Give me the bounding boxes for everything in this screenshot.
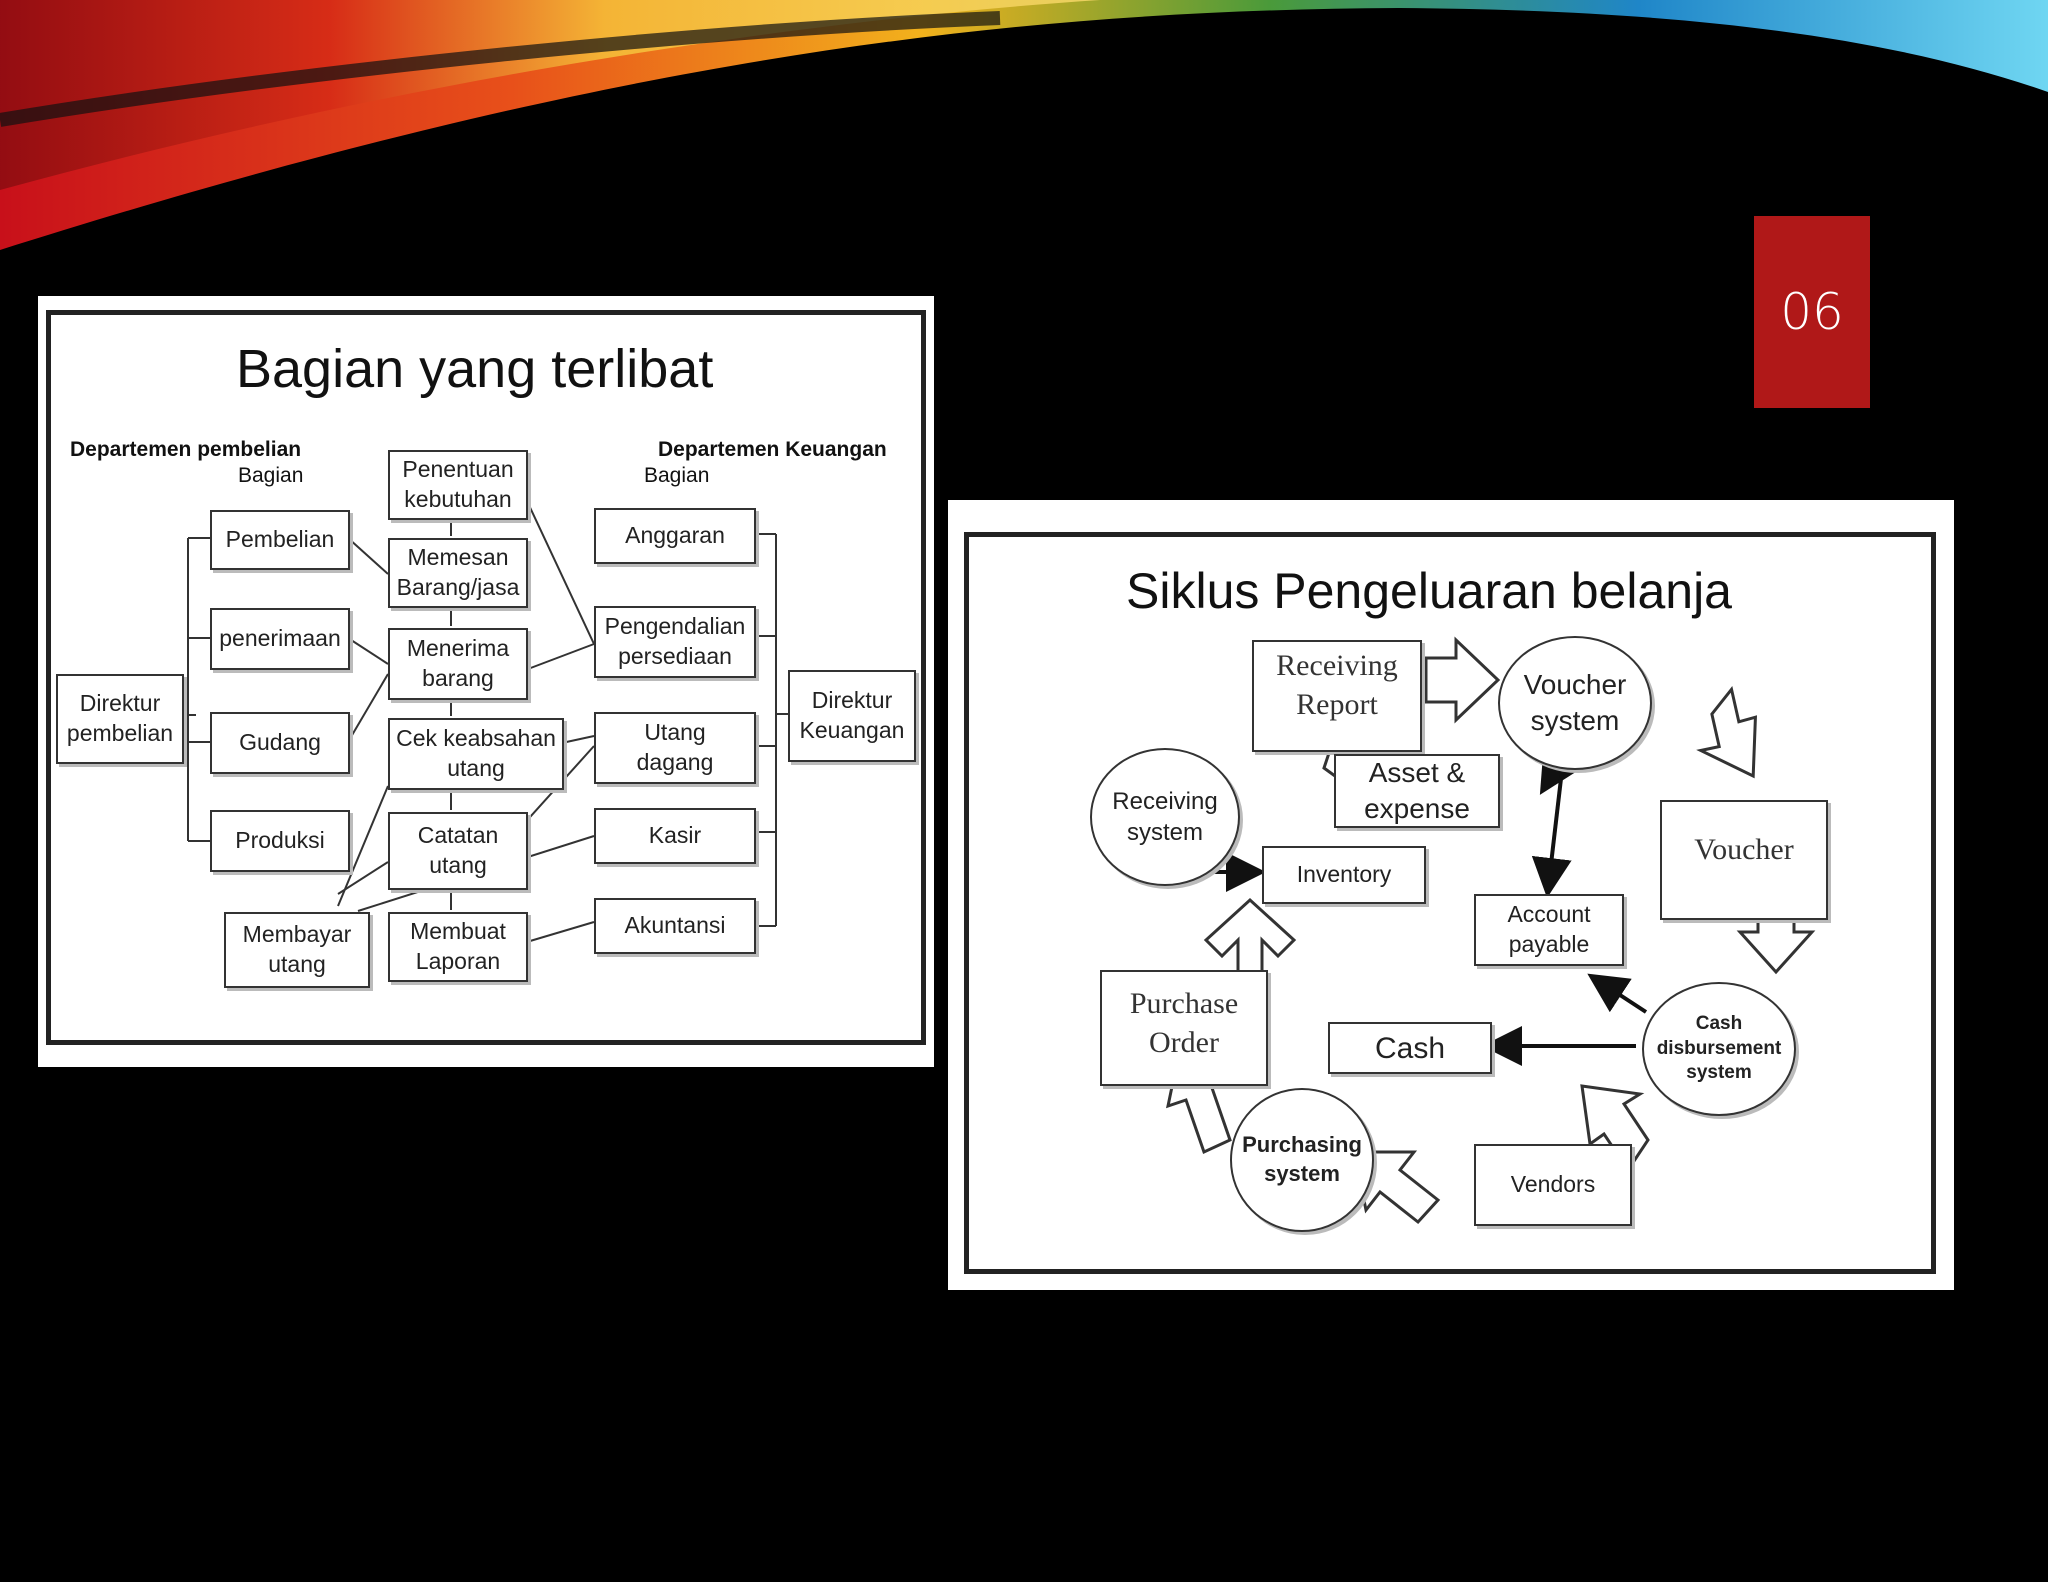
- box-penerimaan: penerimaan: [210, 608, 350, 670]
- org-chart-panel: Bagian yang terlibat Departemen pembelia…: [38, 296, 934, 1067]
- box-penentuan-kebutuhan: Penentuan kebutuhan: [388, 450, 528, 520]
- box-utang-dagang: Utang dagang: [594, 712, 756, 784]
- dept-finance-label: Departemen Keuangan: [658, 438, 887, 461]
- cycle-diagram-frame: [964, 532, 1936, 1274]
- box-inventory: Inventory: [1262, 846, 1426, 904]
- doc-purchase-order: Purchase Order: [1100, 970, 1268, 1086]
- circle-voucher-system: Voucher system: [1498, 636, 1652, 770]
- circle-purchasing-system: Purchasing system: [1230, 1088, 1374, 1232]
- decorative-swoosh-banner: [0, 0, 2048, 250]
- dept-finance-sub-label: Bagian: [644, 464, 710, 487]
- dept-purchasing-label: Departemen pembelian: [70, 438, 302, 461]
- page-number: 06: [1780, 283, 1844, 341]
- box-pengendalian: Pengendalian persediaan: [594, 606, 756, 678]
- org-chart-title: Bagian yang terlibat: [236, 339, 714, 399]
- circle-receiving-system: Receiving system: [1090, 748, 1240, 886]
- cycle-diagram-title: Siklus Pengeluaran belanja: [1126, 563, 1732, 619]
- cycle-diagram-panel: Siklus Pengeluaran belanja Receiving Re: [948, 500, 1954, 1290]
- box-direktur-keuangan: Direktur Keuangan: [788, 670, 916, 762]
- box-vendors: Vendors: [1474, 1144, 1632, 1226]
- box-direktur-pembelian: Direktur pembelian: [56, 674, 184, 764]
- box-membuat-laporan: Membuat Laporan: [388, 912, 528, 982]
- box-cek-keabsahan: Cek keabsahan utang: [388, 718, 564, 790]
- box-asset-expense: Asset & expense: [1334, 754, 1500, 828]
- org-chart-frame: [46, 310, 926, 1045]
- circle-cash-disbursement: Cash disbursement system: [1642, 982, 1796, 1116]
- box-gudang: Gudang: [210, 712, 350, 774]
- box-anggaran: Anggaran: [594, 508, 756, 564]
- box-akuntansi: Akuntansi: [594, 898, 756, 954]
- box-cash: Cash: [1328, 1022, 1492, 1074]
- box-kasir: Kasir: [594, 808, 756, 864]
- box-membayar-utang: Membayar utang: [224, 912, 370, 988]
- box-memesan: Memesan Barang/jasa: [388, 538, 528, 608]
- box-catatan-utang: Catatan utang: [388, 812, 528, 890]
- page-number-badge: 06: [1754, 216, 1870, 408]
- box-pembelian: Pembelian: [210, 510, 350, 570]
- box-produksi: Produksi: [210, 810, 350, 872]
- dept-purchasing-sub-label: Bagian: [238, 464, 304, 487]
- box-menerima-barang: Menerima barang: [388, 628, 528, 700]
- doc-voucher: Voucher: [1660, 800, 1828, 920]
- box-account-payable: Account payable: [1474, 894, 1624, 966]
- doc-receiving-report: Receiving Report: [1252, 640, 1422, 752]
